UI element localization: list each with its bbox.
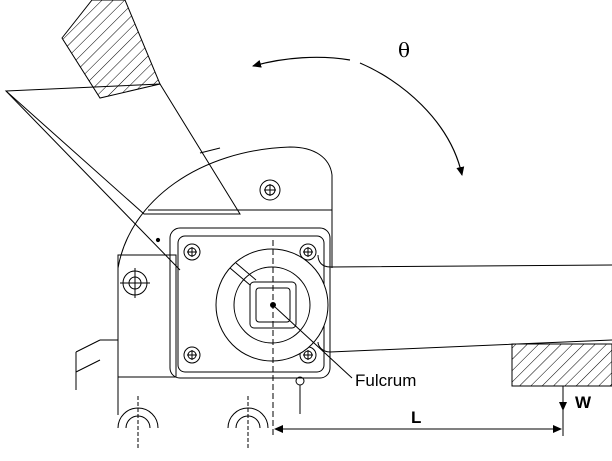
theta-label: θ <box>398 38 410 62</box>
screw-icon <box>259 179 281 201</box>
screws <box>117 179 317 450</box>
bottom-mount-left <box>117 396 159 450</box>
screw-icon <box>183 243 201 261</box>
screw-icon <box>120 268 150 298</box>
tilted-cylinder <box>4 0 241 271</box>
rotation-arrow <box>359 62 465 176</box>
weight-block <box>511 343 612 436</box>
fulcrum-label: Fulcrum <box>355 371 416 390</box>
cylinder-weight-hatched <box>61 0 161 99</box>
screw-icon <box>295 376 305 414</box>
lever-arm <box>215 240 612 436</box>
length-label: L <box>411 408 421 427</box>
fulcrum-leader <box>274 306 353 379</box>
screw-icon <box>183 346 201 364</box>
weight-label: W <box>575 393 592 412</box>
bottom-mount-right <box>227 396 269 450</box>
screw-icon <box>299 243 317 261</box>
